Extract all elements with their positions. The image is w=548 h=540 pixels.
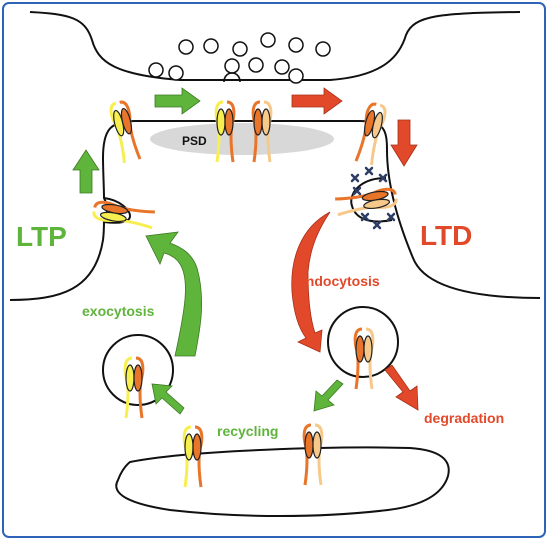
psd-region bbox=[150, 123, 334, 155]
recycling-endosome bbox=[115, 446, 450, 517]
ampa-receptor-incoming bbox=[107, 99, 143, 165]
degradation-label: degradation bbox=[424, 410, 504, 426]
arrow-lateral-to-psd bbox=[154, 87, 201, 115]
arrow-ltp-up bbox=[72, 149, 100, 194]
arrow-ltd-down bbox=[390, 119, 418, 167]
ltd-label: LTD bbox=[420, 220, 472, 251]
phosphorylation-marks bbox=[350, 166, 396, 230]
arrow-exocytosis bbox=[145, 231, 203, 357]
arrow-to-endosome bbox=[313, 379, 344, 412]
ampa-receptor-exocytosing bbox=[91, 199, 157, 231]
presynaptic-membrane bbox=[29, 11, 521, 81]
endocytosis-pit bbox=[350, 177, 393, 223]
psd-label: PSD bbox=[182, 134, 207, 148]
ampa-receptor-endocytosing bbox=[333, 186, 399, 218]
arrow-psd-to-lateral bbox=[291, 87, 343, 115]
synaptic-vesicles bbox=[148, 32, 331, 84]
arrow-endocytosis bbox=[291, 211, 331, 353]
ltd-arrows bbox=[291, 87, 419, 411]
arrow-recycle-to-vesicle bbox=[151, 383, 185, 415]
ltp-label: LTP bbox=[16, 221, 67, 252]
vesicle-fusing bbox=[223, 72, 241, 83]
arrow-to-degradation bbox=[384, 364, 419, 411]
postsynaptic-spine-membrane bbox=[9, 120, 541, 301]
exocytosis-label: exocytosis bbox=[82, 303, 155, 319]
ltp-arrows bbox=[72, 87, 344, 415]
ampa-receptor-outgoing bbox=[353, 101, 389, 167]
recycling-label: recycling bbox=[217, 423, 278, 439]
endocytosis-label: endocytosis bbox=[298, 273, 380, 289]
exocytosis-fusion-pit bbox=[103, 197, 132, 224]
